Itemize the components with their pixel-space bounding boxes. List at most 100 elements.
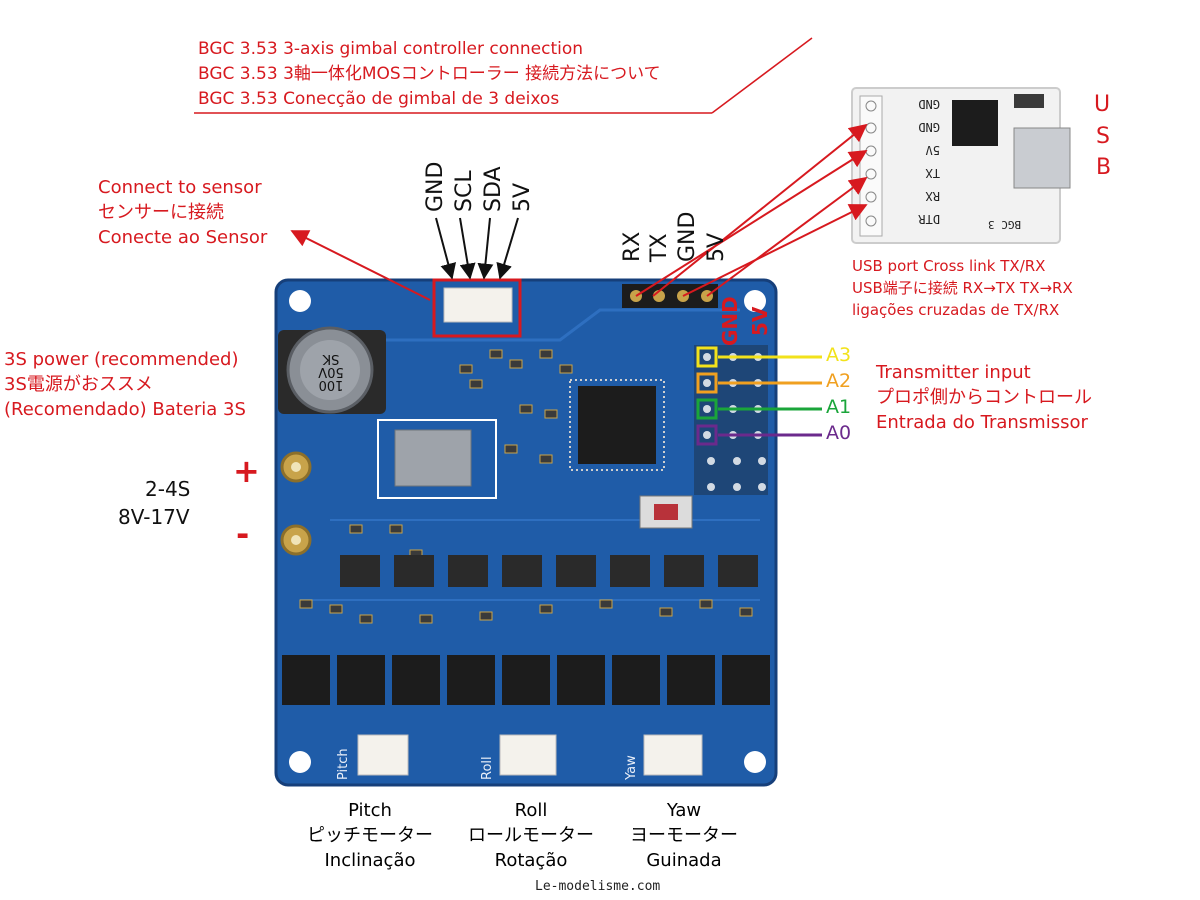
roll-connector [499,734,557,776]
title-line-2: BGC 3.53 3軸一体化MOSコントローラー 接続方法について [198,64,661,84]
usb-note-line-3: ligações cruzadas de TX/RX [852,301,1060,319]
smd-part [659,607,673,617]
mosfet-chip [447,655,495,705]
usb-char-b: B [1096,155,1112,180]
serial-pin-rx: RX [620,231,645,262]
smd-part [459,364,473,374]
tx-header-5v: 5V [748,306,772,336]
sensor-label-pt: Conecte ao Sensor [98,227,268,248]
usb-pin-gnd-2: GND [918,97,940,111]
smd-part [419,614,433,624]
tx-header-gnd: GND [718,296,742,346]
mosfet-chip [392,655,440,705]
mosfet-chip [612,655,660,705]
smd-part [539,349,553,359]
motor-pitch-jp: ピッチモーター [307,825,433,846]
motor-pitch: Pitch ピッチモーター Inclinação [280,798,460,873]
smd-part [299,599,313,609]
transmitter-label-en: Transmitter input [876,362,1031,383]
smd-part [559,364,573,374]
serial-pin-5v: 5V [704,232,729,262]
usb-pin-tx: TX [925,166,940,180]
sensor-pin-gnd: GND [423,161,448,212]
capacitor [278,326,386,414]
power-voltage: 8V-17V [118,505,190,529]
scl-pin-arrow [459,217,476,280]
motor-yaw-pt: Guinada [646,850,722,871]
power-label-pt: (Recomendado) Bateria 3S [4,399,246,420]
sensor-arrow [290,230,431,301]
smd-part [739,607,753,617]
gnd-pin-arrow [435,217,457,280]
capacitor-series: SK [322,351,340,366]
mosfet-drivers [282,555,770,705]
driver-chip [556,555,596,587]
smd-part [349,524,363,534]
usb-note-line-2: USB端子に接続 RX→TX TX→RX [852,279,1073,297]
usb-board-text: BGC 3 [988,218,1022,231]
serial-header [622,284,718,308]
mosfet-chip [722,655,770,705]
usb-pin-rx: RX [925,189,940,203]
transmitter-header [694,345,768,495]
sensor-connector-highlight [432,278,522,338]
driver-chip [502,555,542,587]
motor-yaw-name: Yaw [666,800,702,821]
channel-a1: A1 [826,396,852,418]
5v-arrow [706,176,868,297]
motor-yaw: Yaw ヨーモーター Guinada [594,798,774,873]
channel-a2: A2 [826,370,852,392]
smd-part [359,614,373,624]
smd-part [469,379,483,389]
motor-roll-name: Roll [514,800,548,821]
sensor-label-en: Connect to sensor [98,177,262,198]
motor-roll-pt: Rotação [494,850,568,871]
smd-part [479,611,493,621]
motor-roll-jp: ロールモーター [468,825,594,846]
smd-part [489,349,503,359]
mosfet-chip [557,655,605,705]
driver-chip [394,555,434,587]
usb-char-s: S [1096,124,1110,149]
capacitor-value: 100 [318,377,344,392]
usb-module [851,87,1071,244]
transmitter-label-jp: プロポ側からコントロール [876,387,1092,408]
driver-chip [448,555,488,587]
serial-pin-gnd: GND [675,211,700,262]
transmitter-label-pt: Entrada do Transmissor [876,412,1088,433]
tx-to-rx-arrow [652,123,868,297]
yaw-connector [643,734,703,776]
title-leader-line [711,37,813,114]
serial-pin-tx: TX [647,233,672,262]
silk-pitch: Pitch [336,748,351,780]
channel-a3: A3 [826,344,852,366]
smd-part [329,604,343,614]
title-line-3: BGC 3.53 Conecção de gimbal de 3 deixos [198,89,560,109]
sensor-pin-scl: SCL [452,170,477,212]
usb-char-u: U [1094,92,1111,117]
smd-part [699,599,713,609]
smd-part [544,409,558,419]
power-cells: 2-4S [145,477,191,501]
motor-yaw-jp: ヨーモーター [630,825,738,846]
usb-pin-dtr: DTR [918,212,940,226]
driver-chip [340,555,380,587]
usb-board-pin-labels: DTR RX TX 5V GND GND [892,92,940,230]
usb-pin-gnd-1: GND [918,120,940,134]
power-label-jp: 3S電源がおススメ [4,374,153,395]
usb-pin-5v: 5V [925,143,940,157]
capacitor-text: 100 50V SK [306,351,356,392]
smd-part [389,524,403,534]
driver-chip [718,555,758,587]
usb-note-line-1: USB port Cross link TX/RX [852,257,1046,275]
smd-part [539,454,553,464]
gnd-arrow [682,204,868,297]
silk-yaw: Yaw [624,755,639,780]
power-label-en: 3S power (recommended) [4,349,239,370]
motor-pitch-name: Pitch [348,800,392,821]
sda-pin-arrow [477,217,494,280]
sensor-pin-5v: 5V [510,182,535,212]
sensor-connector [443,287,513,323]
smd-part [509,359,523,369]
